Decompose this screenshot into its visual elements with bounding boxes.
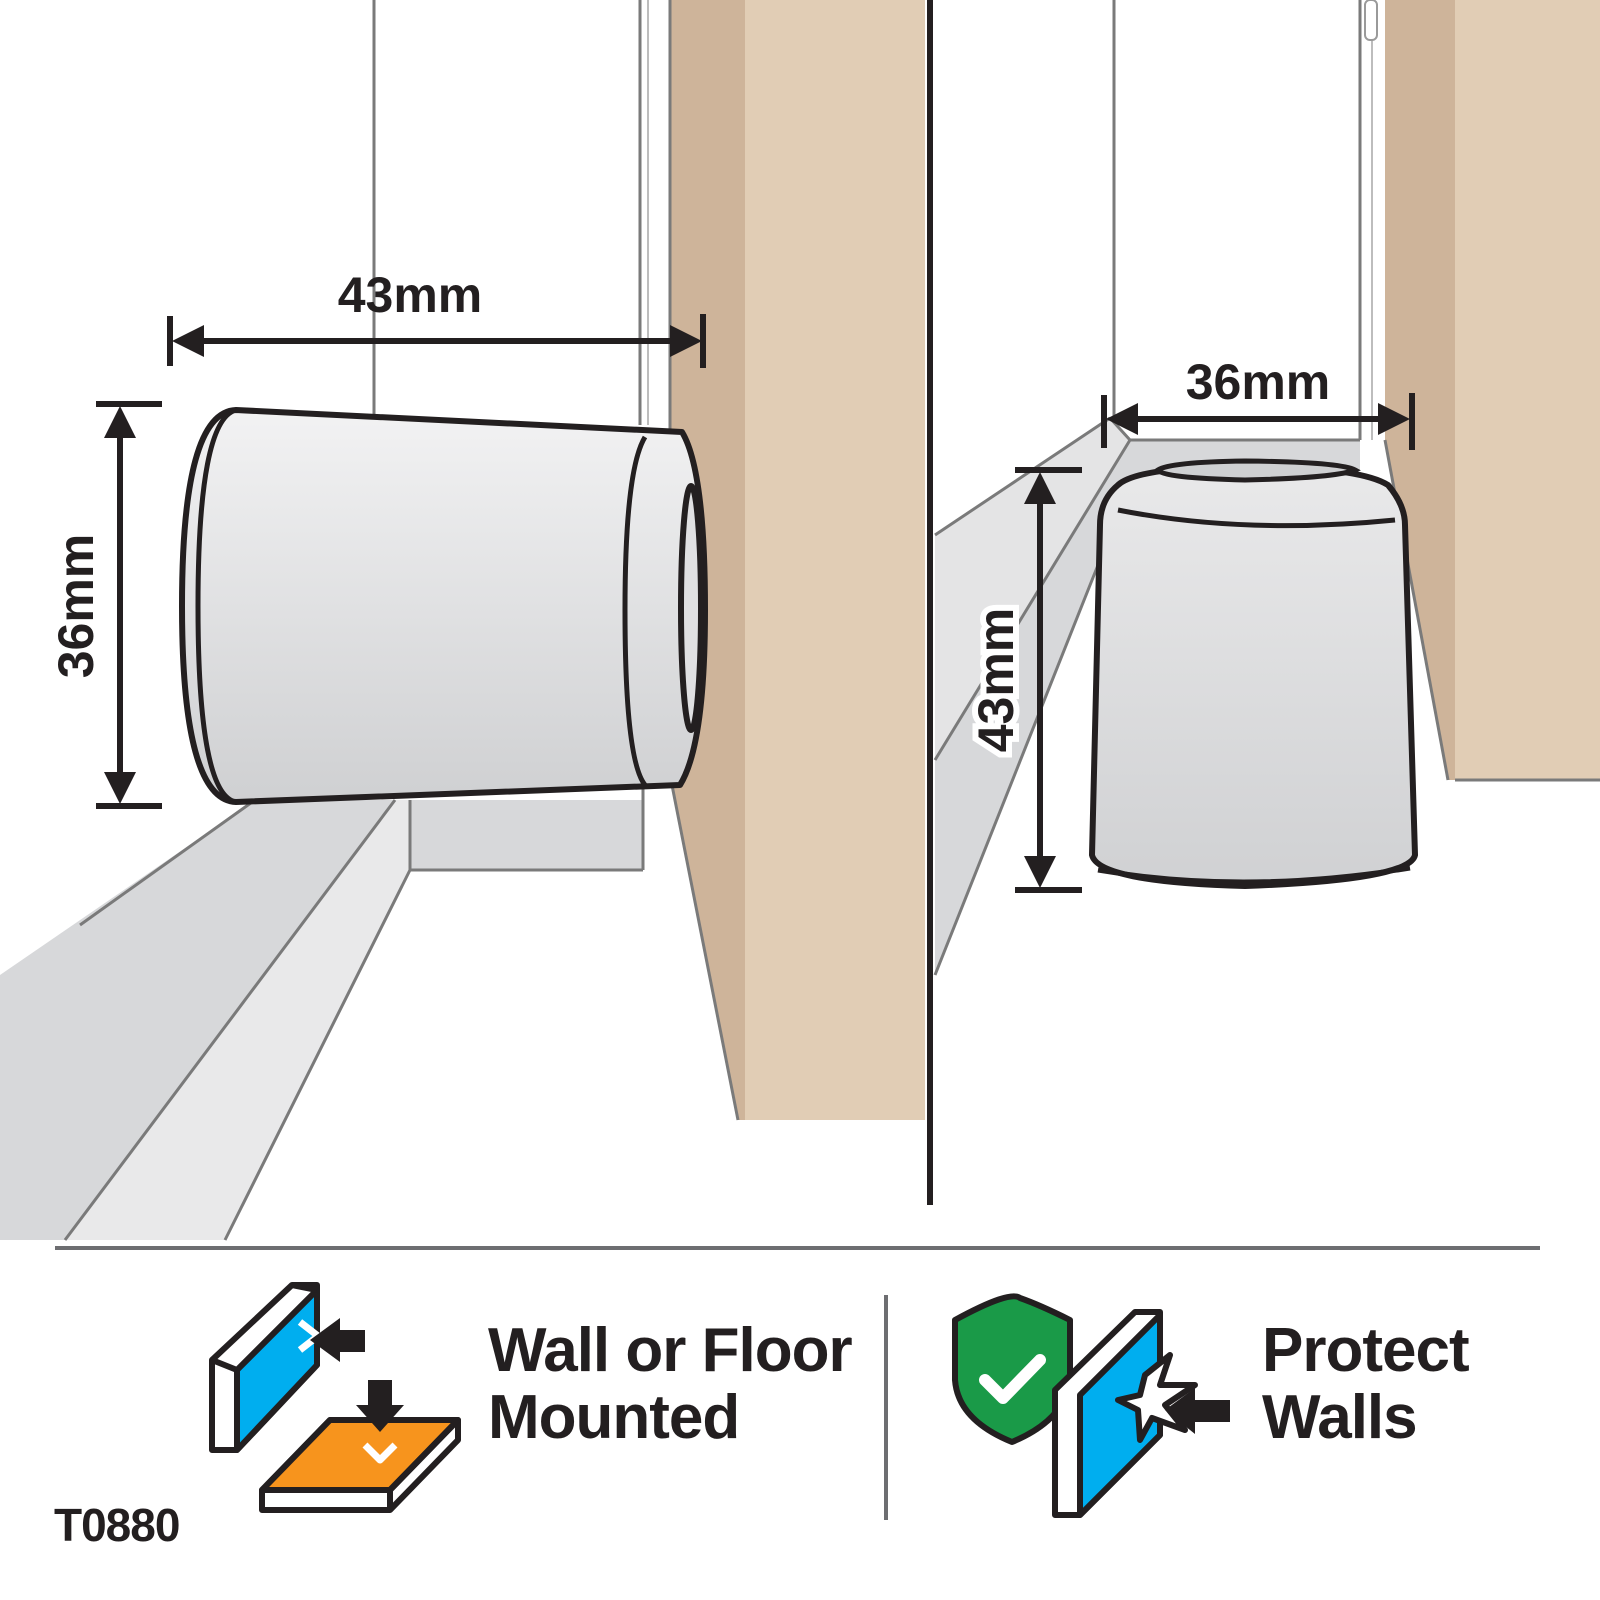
- feature-1-line-2: Mounted: [488, 1382, 740, 1452]
- height-label-left: 36mm: [48, 534, 104, 679]
- feature-2-line-2: Walls: [1262, 1382, 1418, 1452]
- width-dimension-left: [167, 314, 706, 368]
- wall-floor-mount-icon: [209, 1282, 461, 1513]
- product-code: T0880: [54, 1499, 180, 1551]
- feature-2-line-1: Protect: [1262, 1316, 1470, 1385]
- width-dimension-right: [1101, 393, 1415, 450]
- feature-protect-walls: Protect Walls: [1262, 1316, 1470, 1452]
- height-dimension-right: [1015, 467, 1082, 893]
- width-label-left: 43mm: [338, 267, 483, 323]
- height-dimension-left: [96, 401, 162, 809]
- width-label-right: 36mm: [1186, 354, 1331, 410]
- right-scene: 36mm 43mm: [933, 0, 1600, 976]
- height-label-right: 43mm: [968, 608, 1024, 753]
- feature-wall-floor-mounted: Wall or Floor Mounted: [488, 1316, 853, 1452]
- left-scene: 43mm 36mm: [0, 0, 925, 1241]
- wall-stopper: [179, 407, 708, 805]
- feature-1-line-1: Wall or Floor: [488, 1316, 853, 1385]
- floor-stopper: [1089, 458, 1418, 889]
- wall-impact-icon: [1052, 1309, 1230, 1518]
